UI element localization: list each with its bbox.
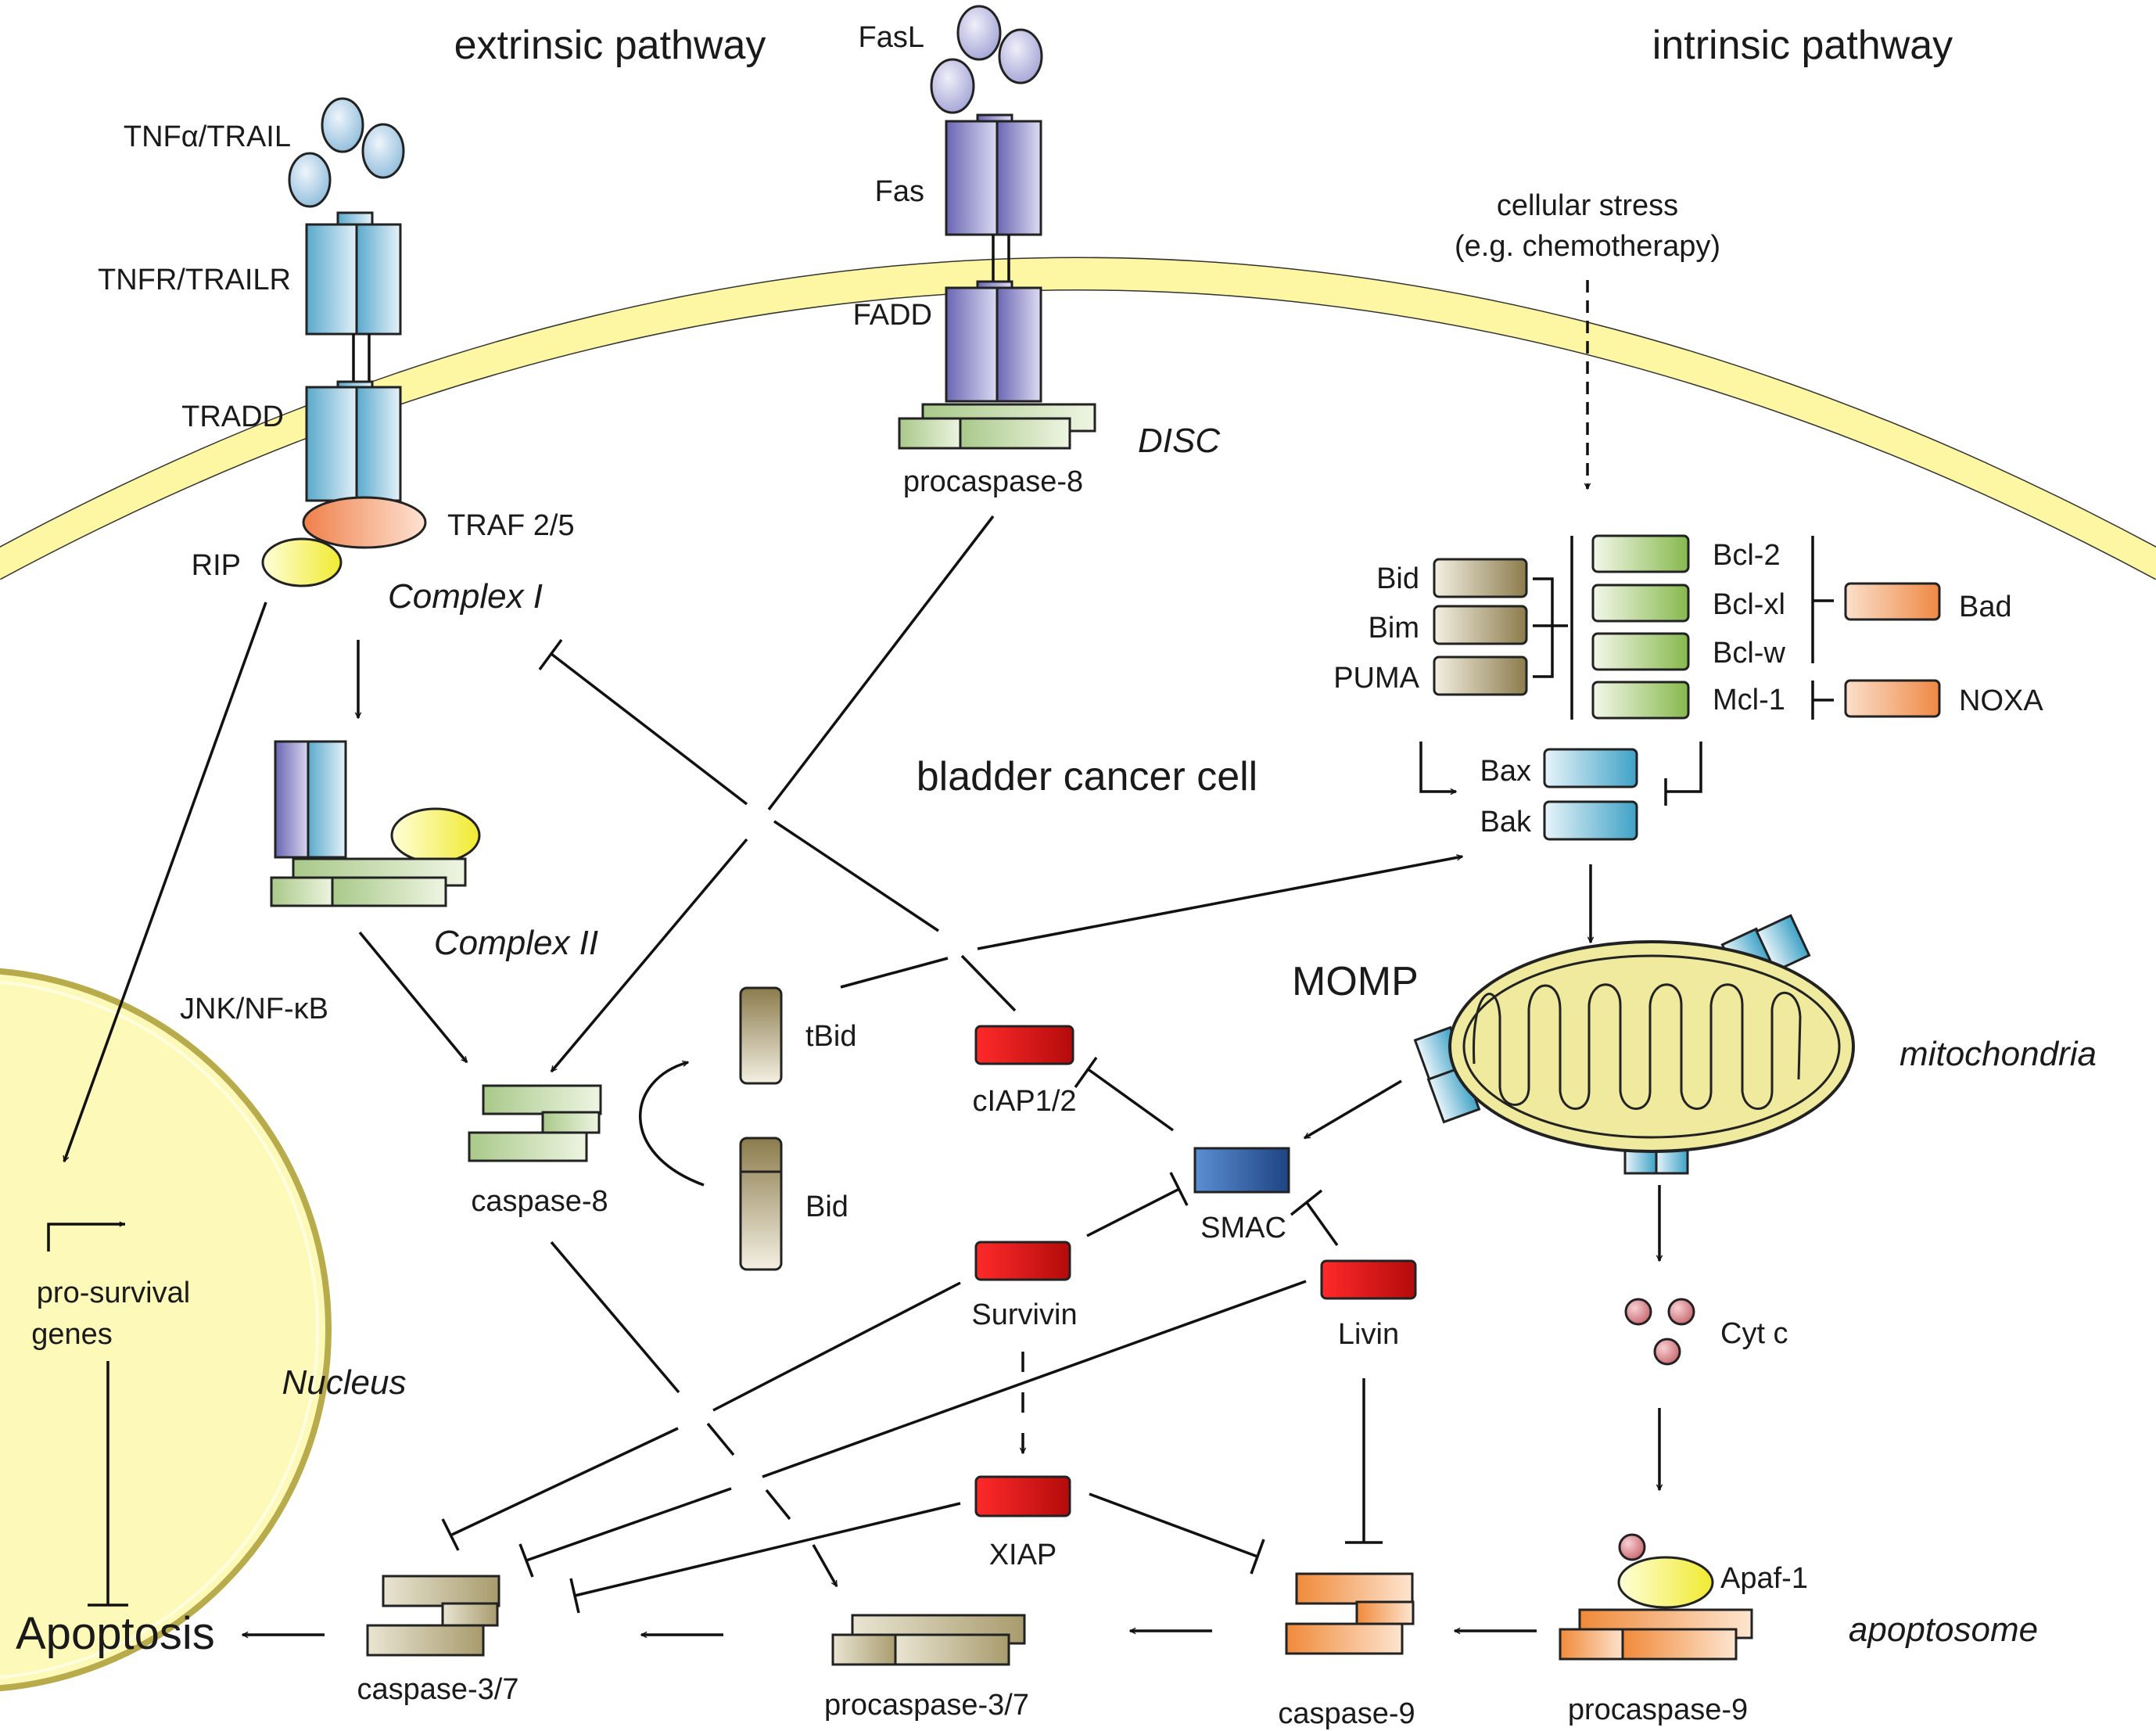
- bax-label: Bax: [1480, 755, 1531, 788]
- casp37-label: caspase-3/7: [357, 1673, 518, 1706]
- procaspase37-shape: [831, 1614, 1026, 1666]
- cytc-dots: [1624, 1298, 1695, 1366]
- xiap-label: XIAP: [989, 1539, 1057, 1571]
- bad-shape: [1844, 582, 1941, 621]
- cytc-label: Cyt c: [1720, 1317, 1788, 1350]
- stress-label-line2: (e.g. chemotherapy): [1455, 230, 1720, 263]
- procasp8-label: procaspase-8: [903, 465, 1083, 498]
- promoter-arrow-icon: [47, 1221, 125, 1252]
- genes-label-line1: pro-survival: [37, 1277, 190, 1309]
- bim-label: Bim: [1369, 612, 1419, 645]
- apoptosis-label: Apoptosis: [16, 1608, 215, 1659]
- bh3-only-group: [1433, 558, 1528, 696]
- connections: [63, 280, 1702, 1635]
- caspase37-shape: [366, 1575, 500, 1657]
- mcl1-label: Mcl-1: [1713, 684, 1785, 716]
- bclxl-label: Bcl-xl: [1713, 588, 1785, 621]
- mito-label: mitochondria: [1900, 1035, 2097, 1073]
- fasl-label: FasL: [859, 21, 924, 54]
- tnf-label: TNFα/TRAIL: [124, 120, 291, 153]
- complex2-label: Complex II: [434, 924, 598, 962]
- procasp37-label: procaspase-3/7: [824, 1689, 1029, 1722]
- tnf-ligands: [288, 97, 405, 208]
- genes-label-line2: genes: [31, 1318, 113, 1351]
- bcl2-label: Bcl-2: [1713, 539, 1781, 572]
- survivin-shape: [974, 1241, 1071, 1281]
- tnfr-receptor: [305, 211, 402, 502]
- casp8-label: caspase-8: [471, 1185, 608, 1218]
- bax-shape: [1543, 748, 1638, 788]
- fas-receptor: [945, 113, 1042, 403]
- ciap-shape: [974, 1025, 1074, 1065]
- noxa-label: NOXA: [1959, 684, 2043, 717]
- cell-title: bladder cancer cell: [917, 754, 1257, 799]
- rip-label: RIP: [192, 549, 241, 582]
- bh3-bracket: [1533, 577, 1568, 678]
- ciap-label: cIAP1/2: [972, 1085, 1076, 1118]
- smac-label: SMAC: [1200, 1212, 1286, 1244]
- disc-label: DISC: [1138, 422, 1221, 460]
- fas-label: Fas: [875, 175, 924, 208]
- fasl-ligands: [930, 5, 1043, 114]
- xiap-shape: [974, 1475, 1071, 1517]
- bak-shape: [1543, 800, 1638, 841]
- tnfr-label: TNFR/TRAILR: [98, 264, 291, 296]
- bclw-label: Bcl-w: [1713, 637, 1785, 670]
- bid-center-shape: [739, 1137, 783, 1271]
- rip-shape: [261, 537, 343, 587]
- puma-label: PUMA: [1333, 662, 1419, 695]
- livin-shape: [1320, 1259, 1417, 1300]
- nucleus-label: Nucleus: [282, 1363, 407, 1402]
- livin-label: Livin: [1338, 1318, 1399, 1351]
- traf-shape: [302, 496, 427, 549]
- procasp9-label: procaspase-9: [1568, 1693, 1748, 1726]
- bad-label: Bad: [1959, 591, 2012, 623]
- bid-center-label: Bid: [805, 1191, 848, 1223]
- complex2-shape: [270, 740, 481, 907]
- smac-shape: [1193, 1147, 1290, 1194]
- disc-procaspase8-shape: [898, 403, 1096, 450]
- tradd-label: TRADD: [181, 400, 284, 433]
- anti-apoptotic-group: [1591, 534, 1690, 720]
- bak-label: Bak: [1480, 806, 1532, 839]
- casp9-label: caspase-9: [1278, 1697, 1415, 1730]
- apoptosome-label: apoptosome: [1849, 1611, 2038, 1649]
- complex1-label: Complex I: [388, 577, 543, 616]
- mitochondria-shape: [1413, 914, 1855, 1175]
- apaf-label: Apaf-1: [1720, 1562, 1808, 1595]
- stress-label-line1: cellular stress: [1497, 189, 1678, 222]
- intrinsic-pathway-title: intrinsic pathway: [1652, 23, 1953, 68]
- extrinsic-pathway-title: extrinsic pathway: [454, 23, 766, 68]
- jnk-label: JNK/NF-κB: [180, 993, 328, 1025]
- caspase9-shape: [1285, 1572, 1415, 1655]
- apoptosome-shape: [1559, 1533, 1753, 1661]
- tbid-shape: [739, 986, 783, 1085]
- survivin-label: Survivin: [971, 1298, 1077, 1331]
- nucleus: [0, 968, 332, 1692]
- caspase8-shape: [468, 1084, 602, 1162]
- noxa-shape: [1844, 679, 1941, 718]
- fadd-label: FADD: [853, 299, 932, 332]
- tbid-label: tBid: [805, 1020, 856, 1053]
- traf-label: TRAF 2/5: [447, 509, 575, 542]
- bid-label: Bid: [1376, 562, 1419, 595]
- momp-label: MOMP: [1292, 959, 1419, 1004]
